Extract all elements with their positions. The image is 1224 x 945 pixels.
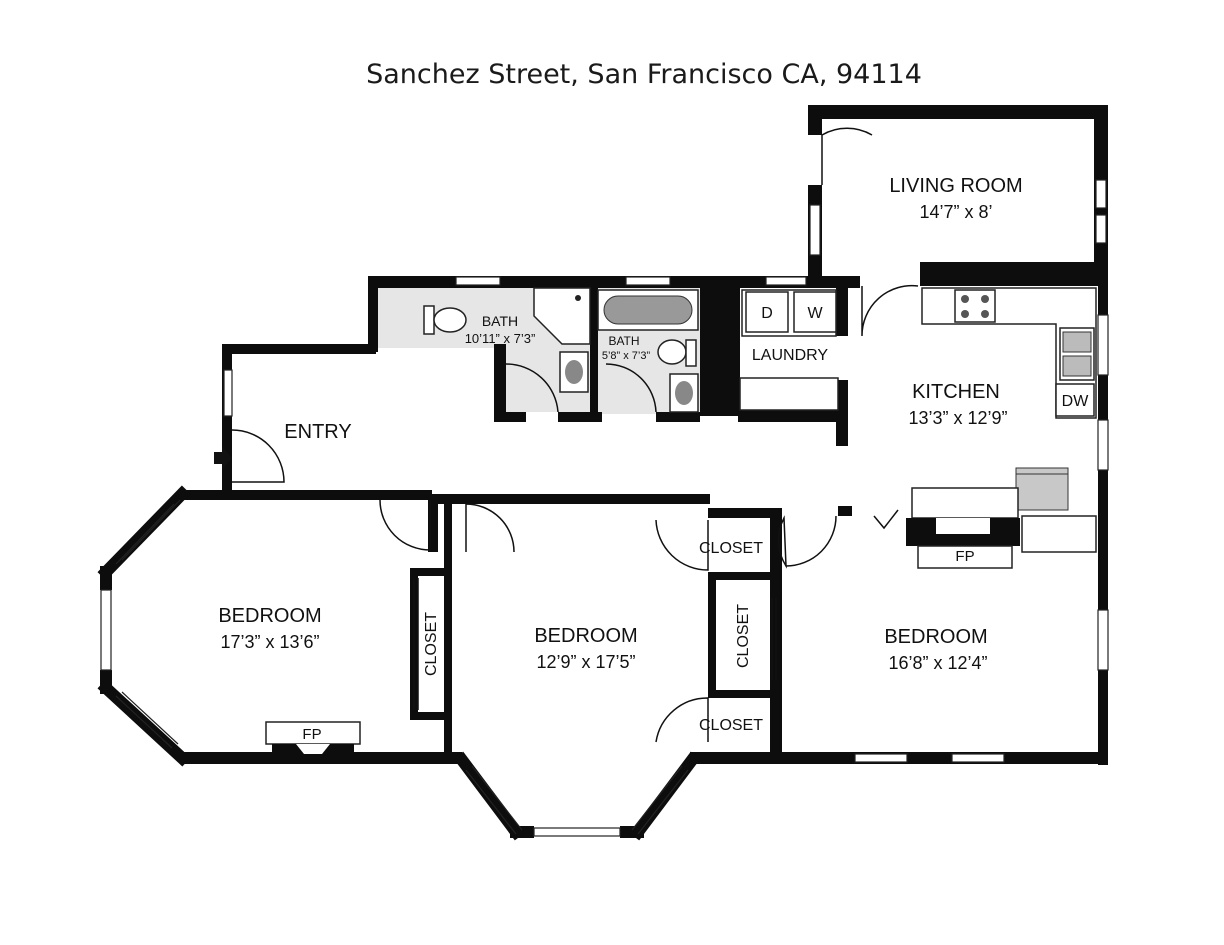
bath-sink-icon <box>559 351 589 393</box>
kitchen-sink-icon <box>1059 327 1095 381</box>
fireplace-bedroom-1-label: FP <box>302 726 321 743</box>
bath-1-label: BATH 10’11” x 7’3” <box>465 313 536 346</box>
bedroom-2-dims: 12’9” x 17’5” <box>536 652 635 672</box>
kitchen-cabinet <box>911 487 1019 519</box>
washer-label: W <box>807 305 823 322</box>
shower-icon <box>533 287 591 345</box>
laundry-name: LAUNDRY <box>752 347 829 364</box>
bedroom-1-name: BEDROOM <box>218 605 321 627</box>
living-room-dims: 14’7” x 8’ <box>919 202 992 222</box>
bedroom-2-label: BEDROOM 12’9” x 17’5” <box>534 625 637 672</box>
fireplace-bedroom-3-label: FP <box>955 548 974 565</box>
bath-1-dims: 10’11” x 7’3” <box>465 331 536 346</box>
fireplace-bedroom-3-icon: FP <box>906 518 1020 569</box>
dryer-icon: D <box>745 291 789 333</box>
bath-2-name: BATH <box>608 334 639 348</box>
bath-1-name: BATH <box>482 313 518 329</box>
entry-arrow-icon <box>214 446 232 470</box>
bay-windows <box>115 499 689 835</box>
fireplace-bedroom-1-icon: FP <box>265 721 361 756</box>
doors <box>231 127 919 743</box>
dryer-label: D <box>761 305 773 322</box>
windows <box>100 179 1109 837</box>
closet-label-4: CLOSET <box>423 612 440 676</box>
dishwasher-label: DW <box>1062 393 1090 410</box>
bedroom-1-dims: 17’3” x 13’6” <box>220 632 319 652</box>
kitchen-fold-door <box>873 509 899 530</box>
washer-icon: W <box>793 291 837 333</box>
kitchen-dims: 13’3” x 12’9” <box>908 408 1007 428</box>
closet-label-1: CLOSET <box>699 540 763 557</box>
bedroom-1-label: BEDROOM 17’3” x 13’6” <box>218 605 321 652</box>
entry-name: ENTRY <box>284 421 351 443</box>
toilet-2-icon <box>657 339 697 367</box>
laundry-shelf <box>739 377 839 411</box>
bathtub-icon <box>597 289 699 331</box>
toilet-icon <box>423 305 467 335</box>
bedroom-3-label: BEDROOM 16’8” x 12’4” <box>884 626 987 673</box>
kitchen-label: KITCHEN 13’3” x 12’9” <box>908 381 1007 428</box>
stove-icon <box>954 289 996 323</box>
refrigerator-icon <box>1015 467 1069 511</box>
living-room-label: LIVING ROOM 14’7” x 8’ <box>889 175 1022 222</box>
plan-title: Sanchez Street, San Francisco CA, 94114 <box>366 59 922 90</box>
closet-label-2: CLOSET <box>699 717 763 734</box>
bedroom-3-dims: 16’8” x 12’4” <box>888 653 987 673</box>
bath-2-label: BATH 5’8” x 7’3” <box>602 334 651 362</box>
closet-label-3: CLOSET <box>735 604 752 668</box>
bedroom-2-name: BEDROOM <box>534 625 637 647</box>
kitchen-counter-2 <box>1021 515 1097 553</box>
bath-2-dims: 5’8” x 7’3” <box>602 350 651 362</box>
bath-2-sink-icon <box>669 373 699 413</box>
living-room-name: LIVING ROOM <box>889 175 1022 197</box>
kitchen-name: KITCHEN <box>912 381 1000 403</box>
dishwasher-icon: DW <box>1055 383 1095 417</box>
bedroom-3-name: BEDROOM <box>884 626 987 648</box>
